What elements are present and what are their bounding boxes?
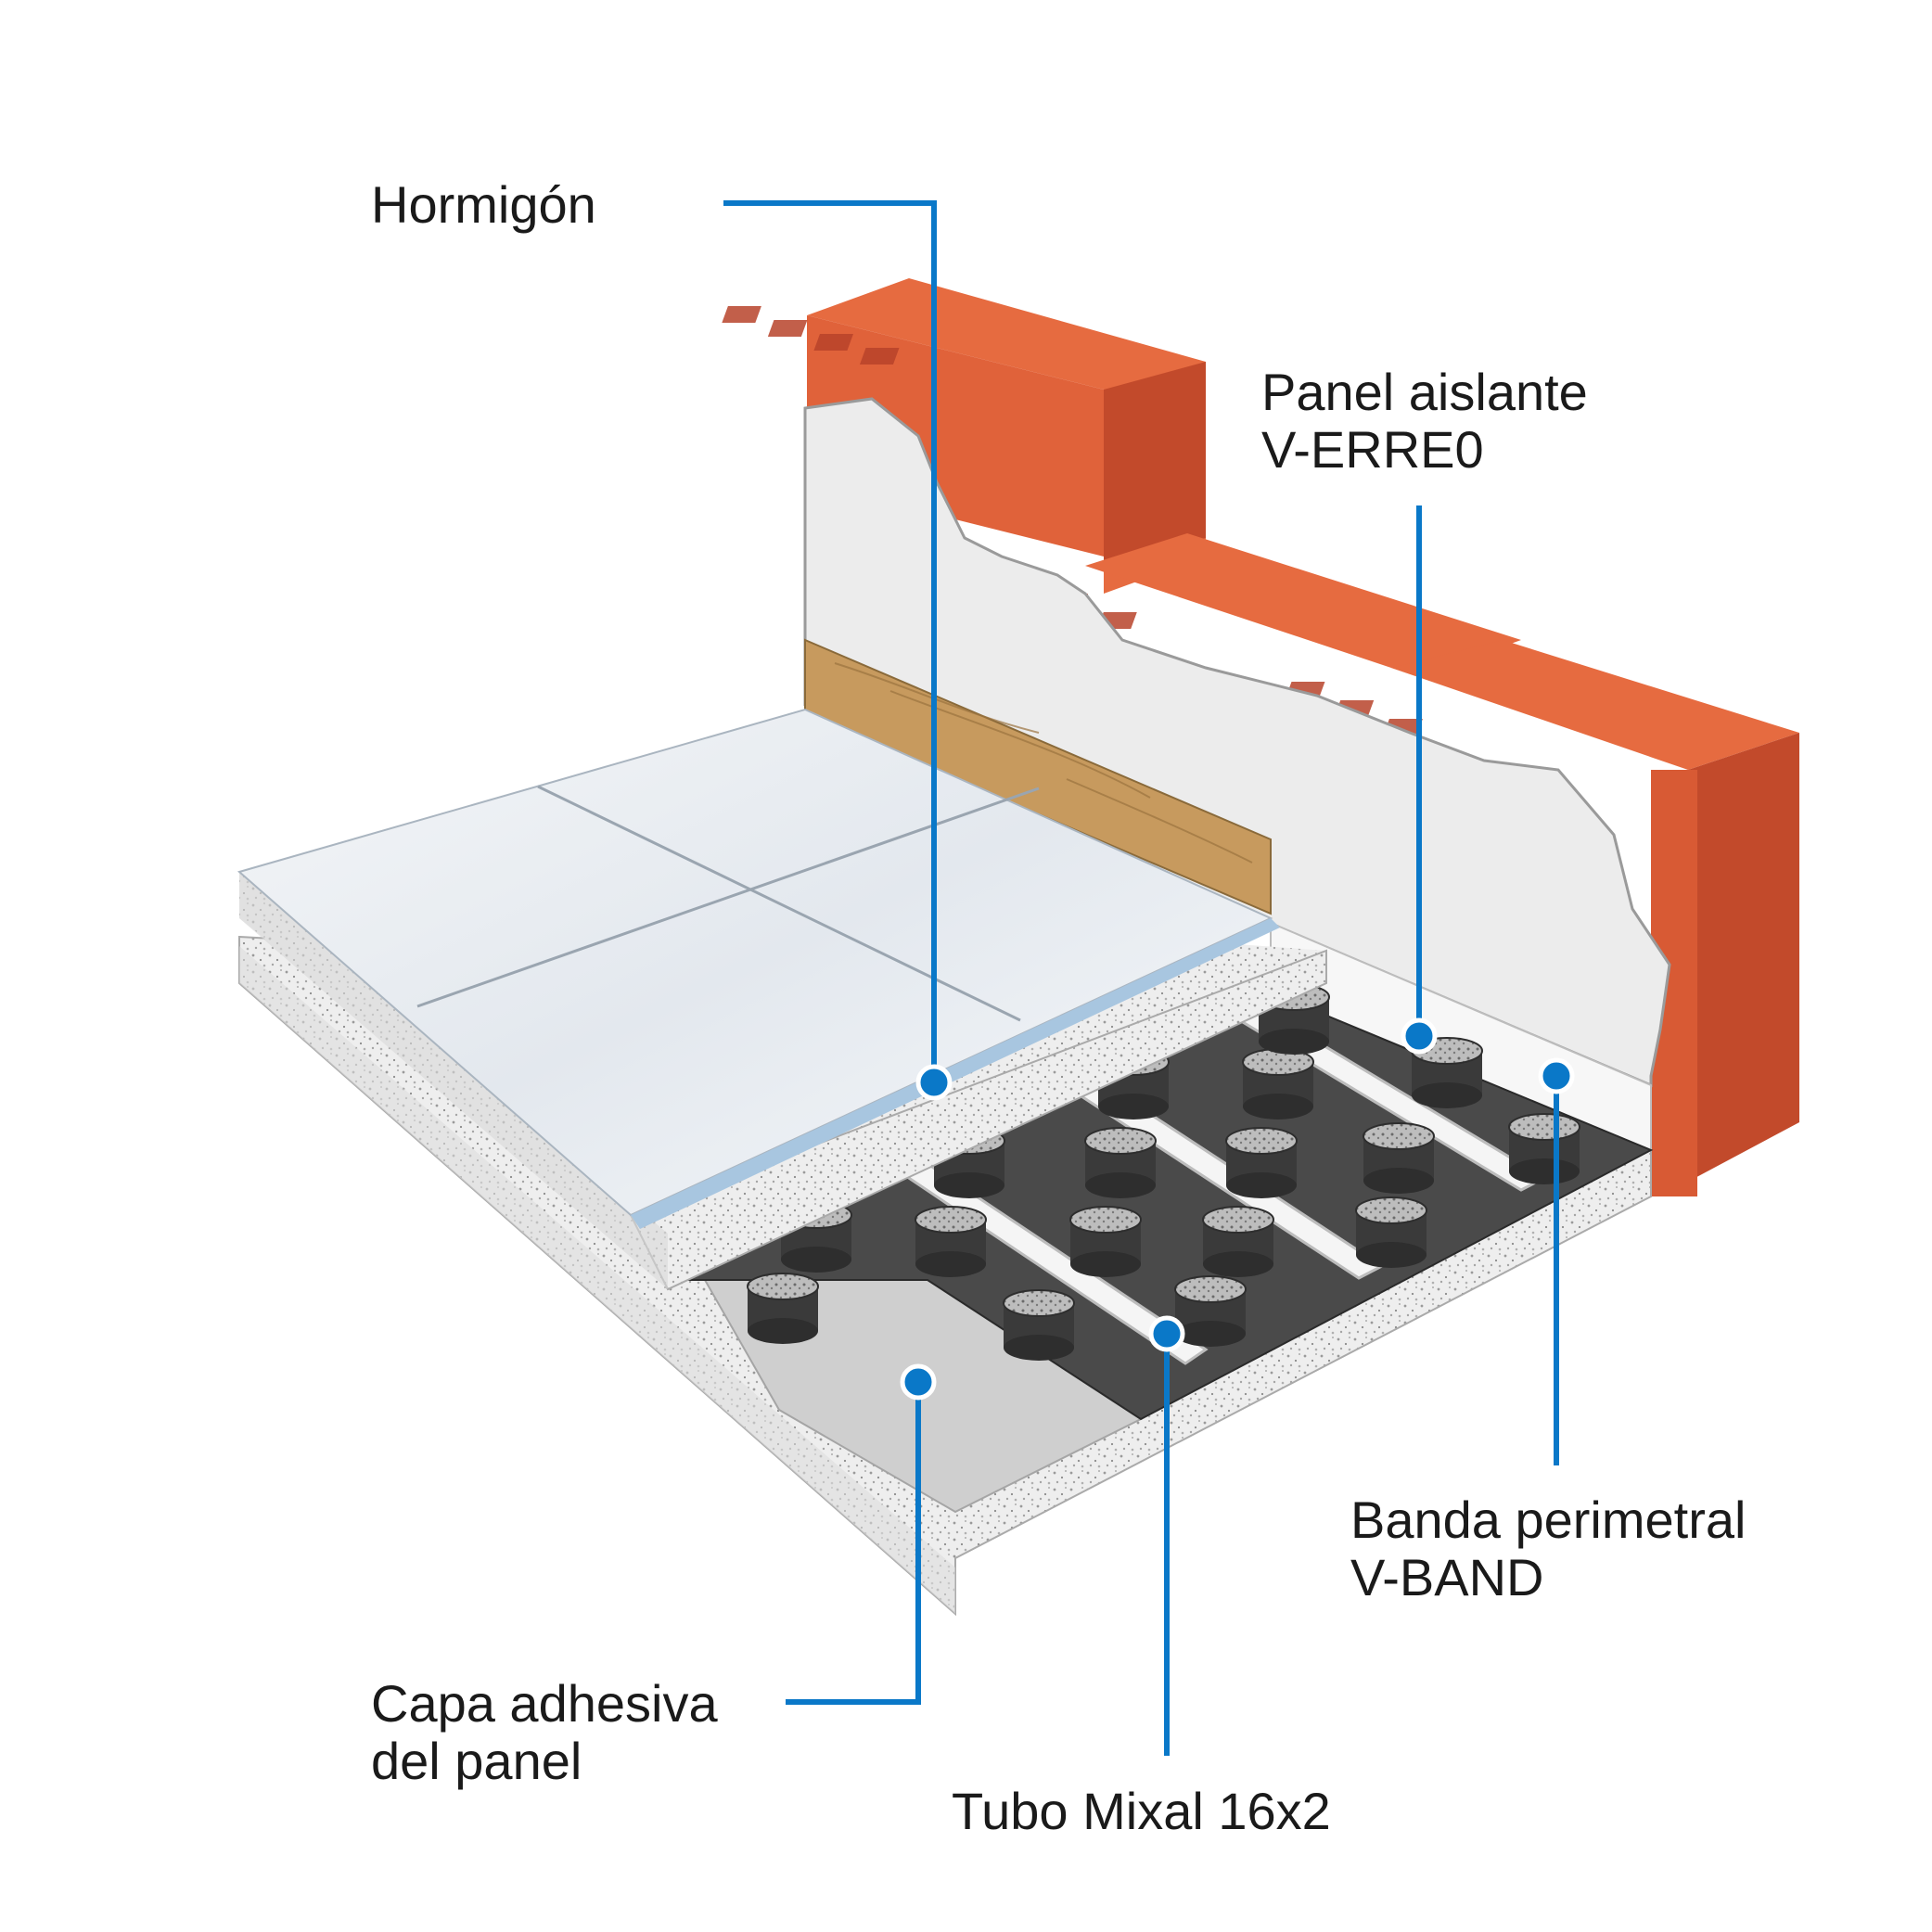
callout-dot-hormigon (915, 1064, 953, 1101)
callout-lines (723, 200, 1559, 1756)
label-capa-adhesiva-line2: del panel (371, 1732, 582, 1790)
floor-tiles (237, 708, 1280, 1229)
plaster-wall (803, 397, 1671, 1088)
label-capa-adhesiva: Capa adhesiva del panel (371, 1675, 718, 1790)
label-banda-perimetral-line1: Banda perimetral (1350, 1491, 1746, 1549)
label-capa-adhesiva-line1: Capa adhesiva (371, 1674, 718, 1733)
label-hormigon-text: Hormigón (371, 175, 596, 234)
wood-skirting (804, 638, 1272, 915)
callout-line-capa (786, 1382, 921, 1705)
label-panel-aislante: Panel aislante V-ERRE0 (1261, 364, 1588, 479)
label-panel-aislante-line2: V-ERRE0 (1261, 420, 1484, 479)
callout-dot-banda (1538, 1057, 1575, 1094)
brick-wall (722, 278, 1799, 1196)
label-banda-perimetral-line2: V-BAND (1350, 1548, 1544, 1606)
callout-line-hormigon (723, 200, 937, 1081)
callout-dot-panel (1401, 1017, 1438, 1055)
label-panel-aislante-line1: Panel aislante (1261, 363, 1588, 421)
label-banda-perimetral: Banda perimetral V-BAND (1350, 1491, 1746, 1606)
label-tubo-mixal: Tubo Mixal 16x2 (952, 1783, 1331, 1840)
callout-dot-capa (900, 1363, 937, 1401)
callout-dots (900, 1017, 1575, 1401)
label-tubo-mixal-text: Tubo Mixal 16x2 (952, 1782, 1331, 1840)
callout-dot-tubo (1148, 1315, 1185, 1352)
label-hormigon: Hormigón (371, 176, 596, 234)
